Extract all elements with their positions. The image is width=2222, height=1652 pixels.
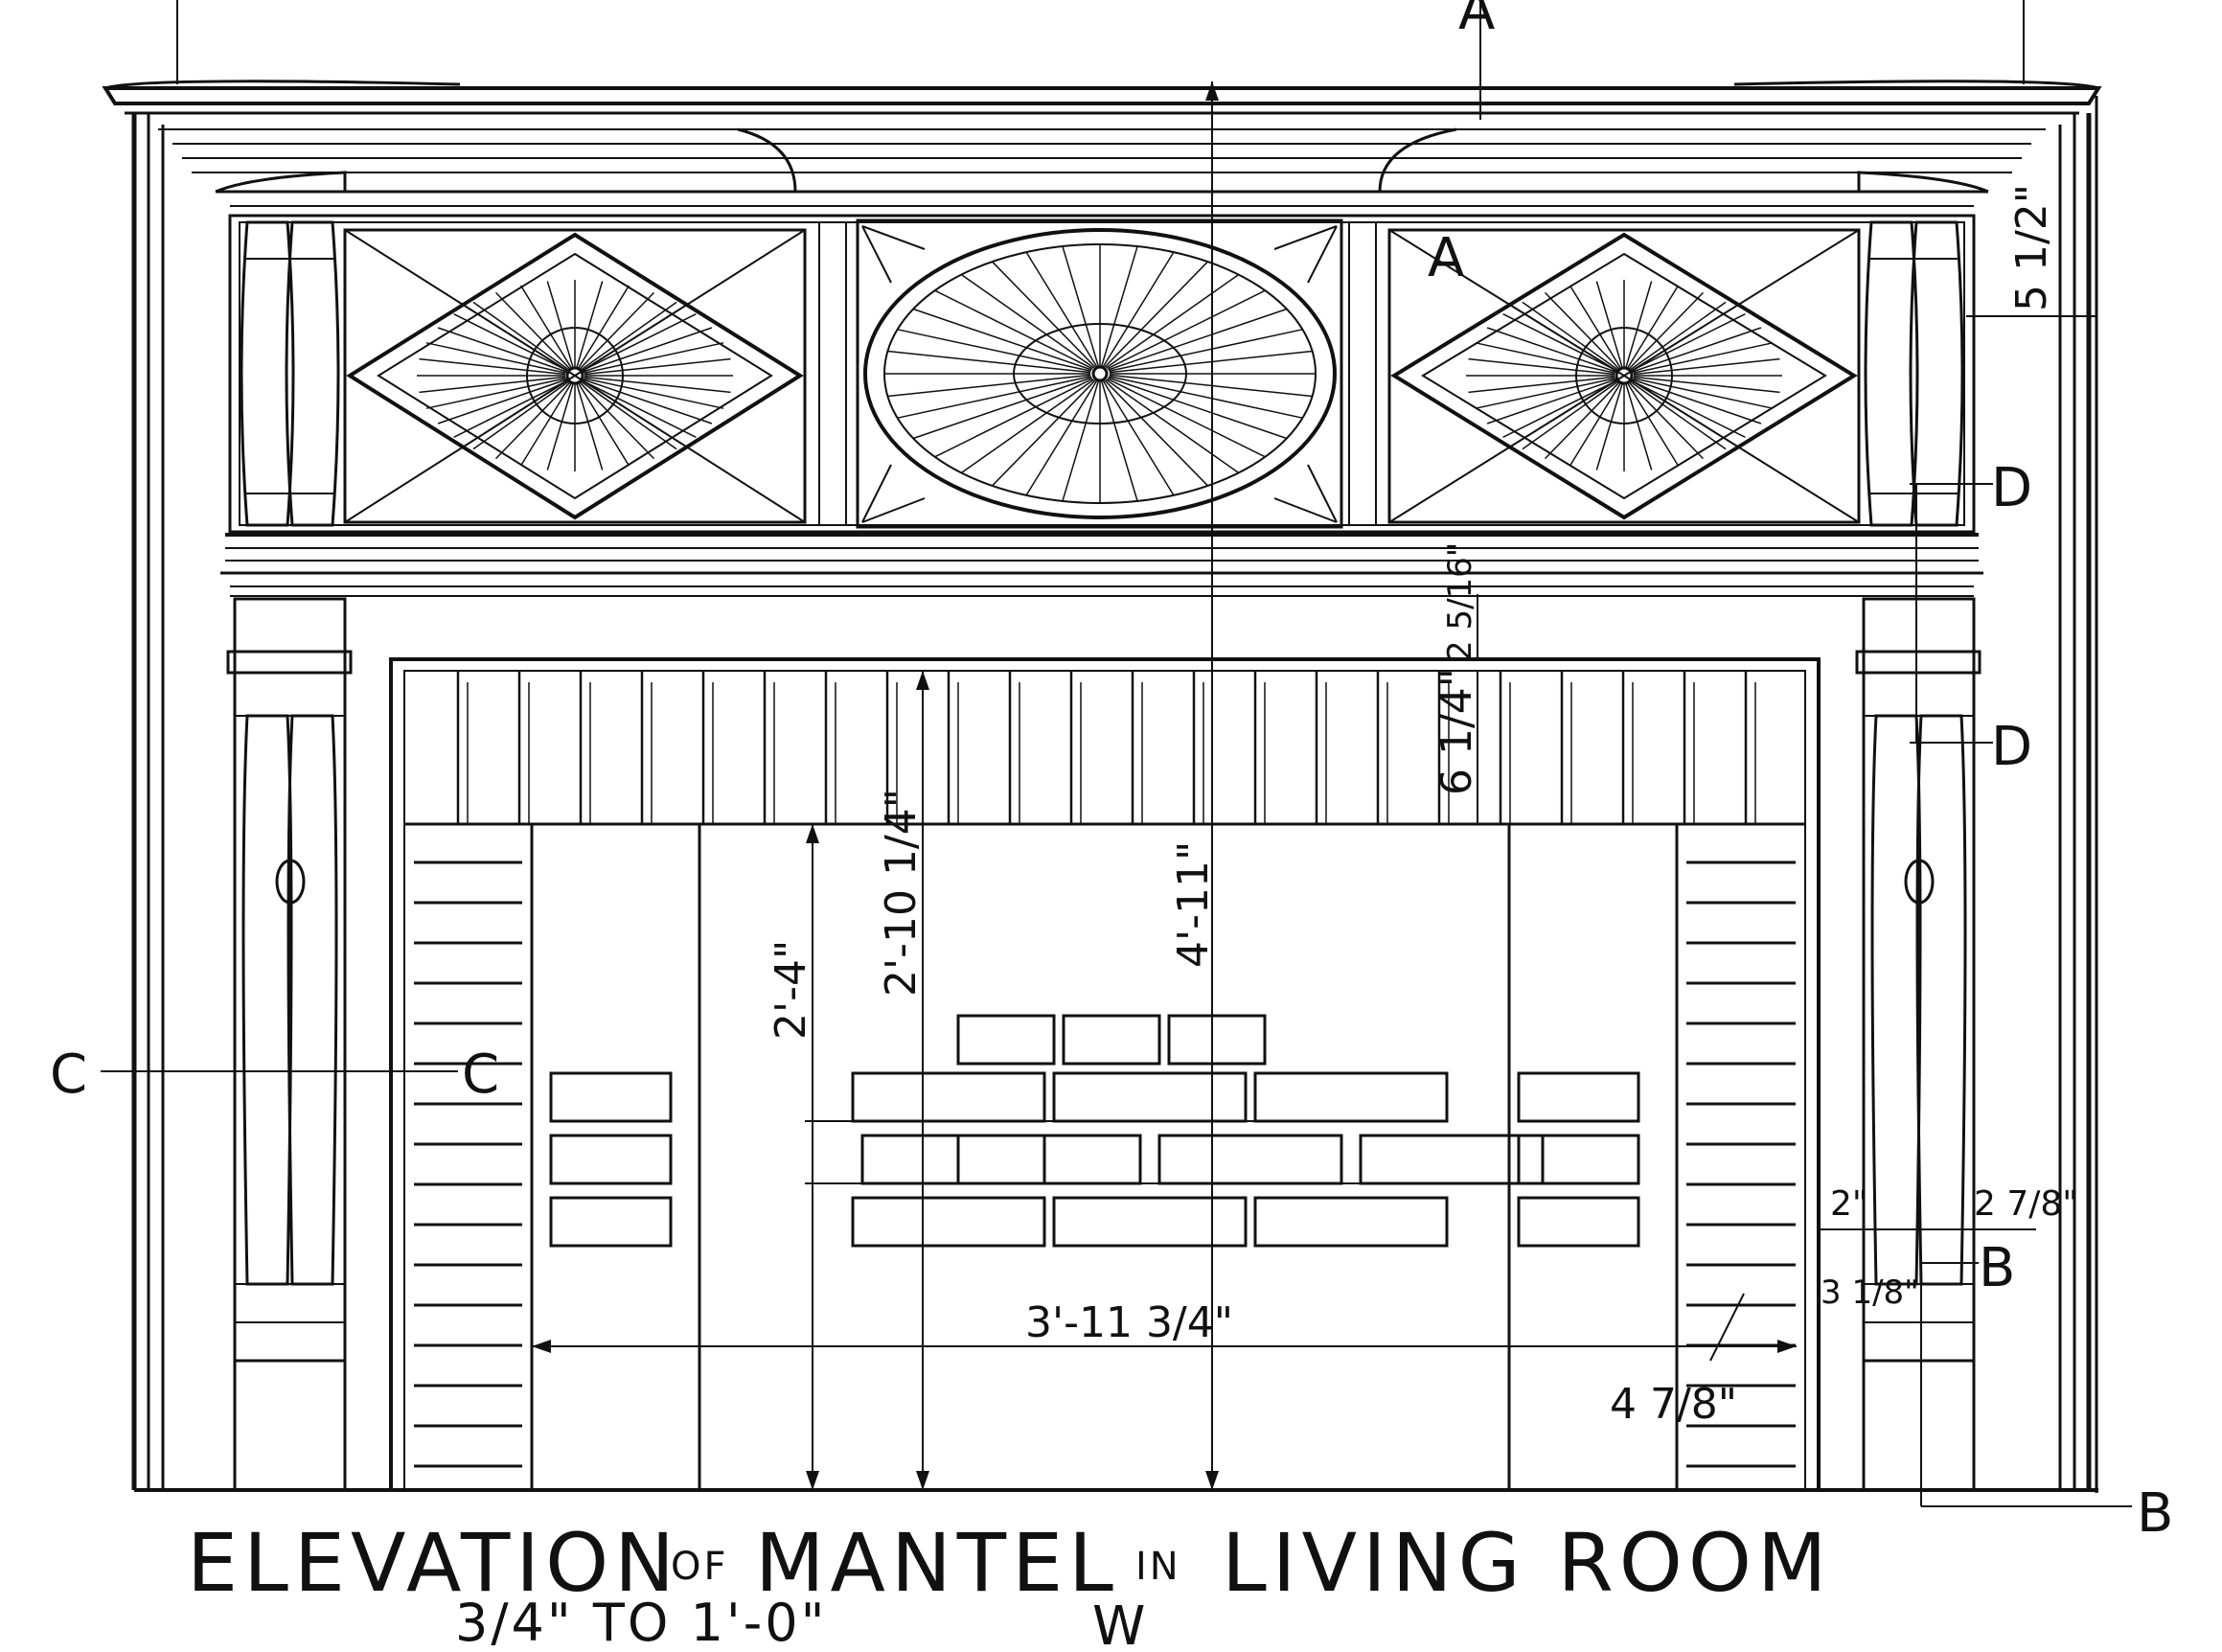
pilaster-width-left-label: 2" [1830, 1184, 1867, 1224]
title-in: IN [1135, 1545, 1181, 1589]
overall-height-label: 4'-11" [1169, 841, 1218, 968]
section-d-lower: D [1991, 716, 2032, 778]
lower-molding [220, 533, 1983, 597]
scale-note: 3/4" TO 1'-0" [455, 1593, 827, 1652]
dimension-lines [101, 0, 2132, 1507]
frieze [228, 214, 1976, 534]
title-living-room: LIVING ROOM [1222, 1516, 1833, 1610]
section-a-panel: A [1428, 227, 1464, 289]
dimension-labels: 4'-11" 2'-10 1/4" 2'-4" 6 1/4" 2 5/16" 3… [767, 184, 2078, 1429]
section-d-upper: D [1991, 457, 2032, 519]
title-block: ELEVATION OF MANTEL IN LIVING ROOM 3/4" … [187, 1516, 1833, 1652]
title-of: OF [671, 1545, 729, 1589]
frieze-height-label: 6 1/4" [1432, 668, 1481, 795]
firebox-height-label: 2'-4" [767, 940, 815, 1040]
jamb-width-label: 4 7/8" [1610, 1380, 1737, 1429]
sunburst-rays [417, 244, 1782, 503]
section-b-lower: B [2137, 1482, 2173, 1545]
designer-monogram: W [1092, 1595, 1145, 1652]
title-elevation: ELEVATION [187, 1516, 680, 1610]
section-a-top: A [1458, 0, 1495, 42]
section-c-right: C [462, 1044, 499, 1106]
cornice-projection-label: 5 1/2" [2007, 184, 2056, 311]
frieze-divider-left [818, 221, 847, 526]
left-frieze-column [240, 220, 340, 527]
right-pilaster [1855, 597, 1981, 1492]
title-mantel: MANTEL [755, 1516, 1119, 1610]
left-diamond-panel [343, 228, 807, 524]
section-markers: A A D D B B C C [50, 0, 2173, 1545]
section-c-left: C [50, 1044, 87, 1106]
molding-height-label: 2 5/16" [1441, 542, 1479, 661]
section-b-upper: B [1979, 1237, 2015, 1299]
frieze-divider-right [1348, 221, 1377, 526]
opening-width-label: 3'-11 3/4" [1025, 1298, 1233, 1347]
opening-head-boards [456, 671, 1756, 824]
cornice-shelf [102, 80, 2102, 207]
fire-opening [389, 657, 1821, 1492]
left-pilaster [226, 597, 353, 1492]
pilaster-base-label: 3 1/8" [1821, 1273, 1919, 1312]
outer-casing [131, 96, 2098, 1493]
pilaster-width-right-label: 2 7/8" [1974, 1184, 2078, 1224]
firebox-bricks [549, 1014, 1640, 1248]
opening-height-label: 2'-10 1/4" [877, 789, 926, 997]
jamb-brick-courses [414, 860, 1796, 1468]
right-frieze-column [1864, 220, 1964, 527]
